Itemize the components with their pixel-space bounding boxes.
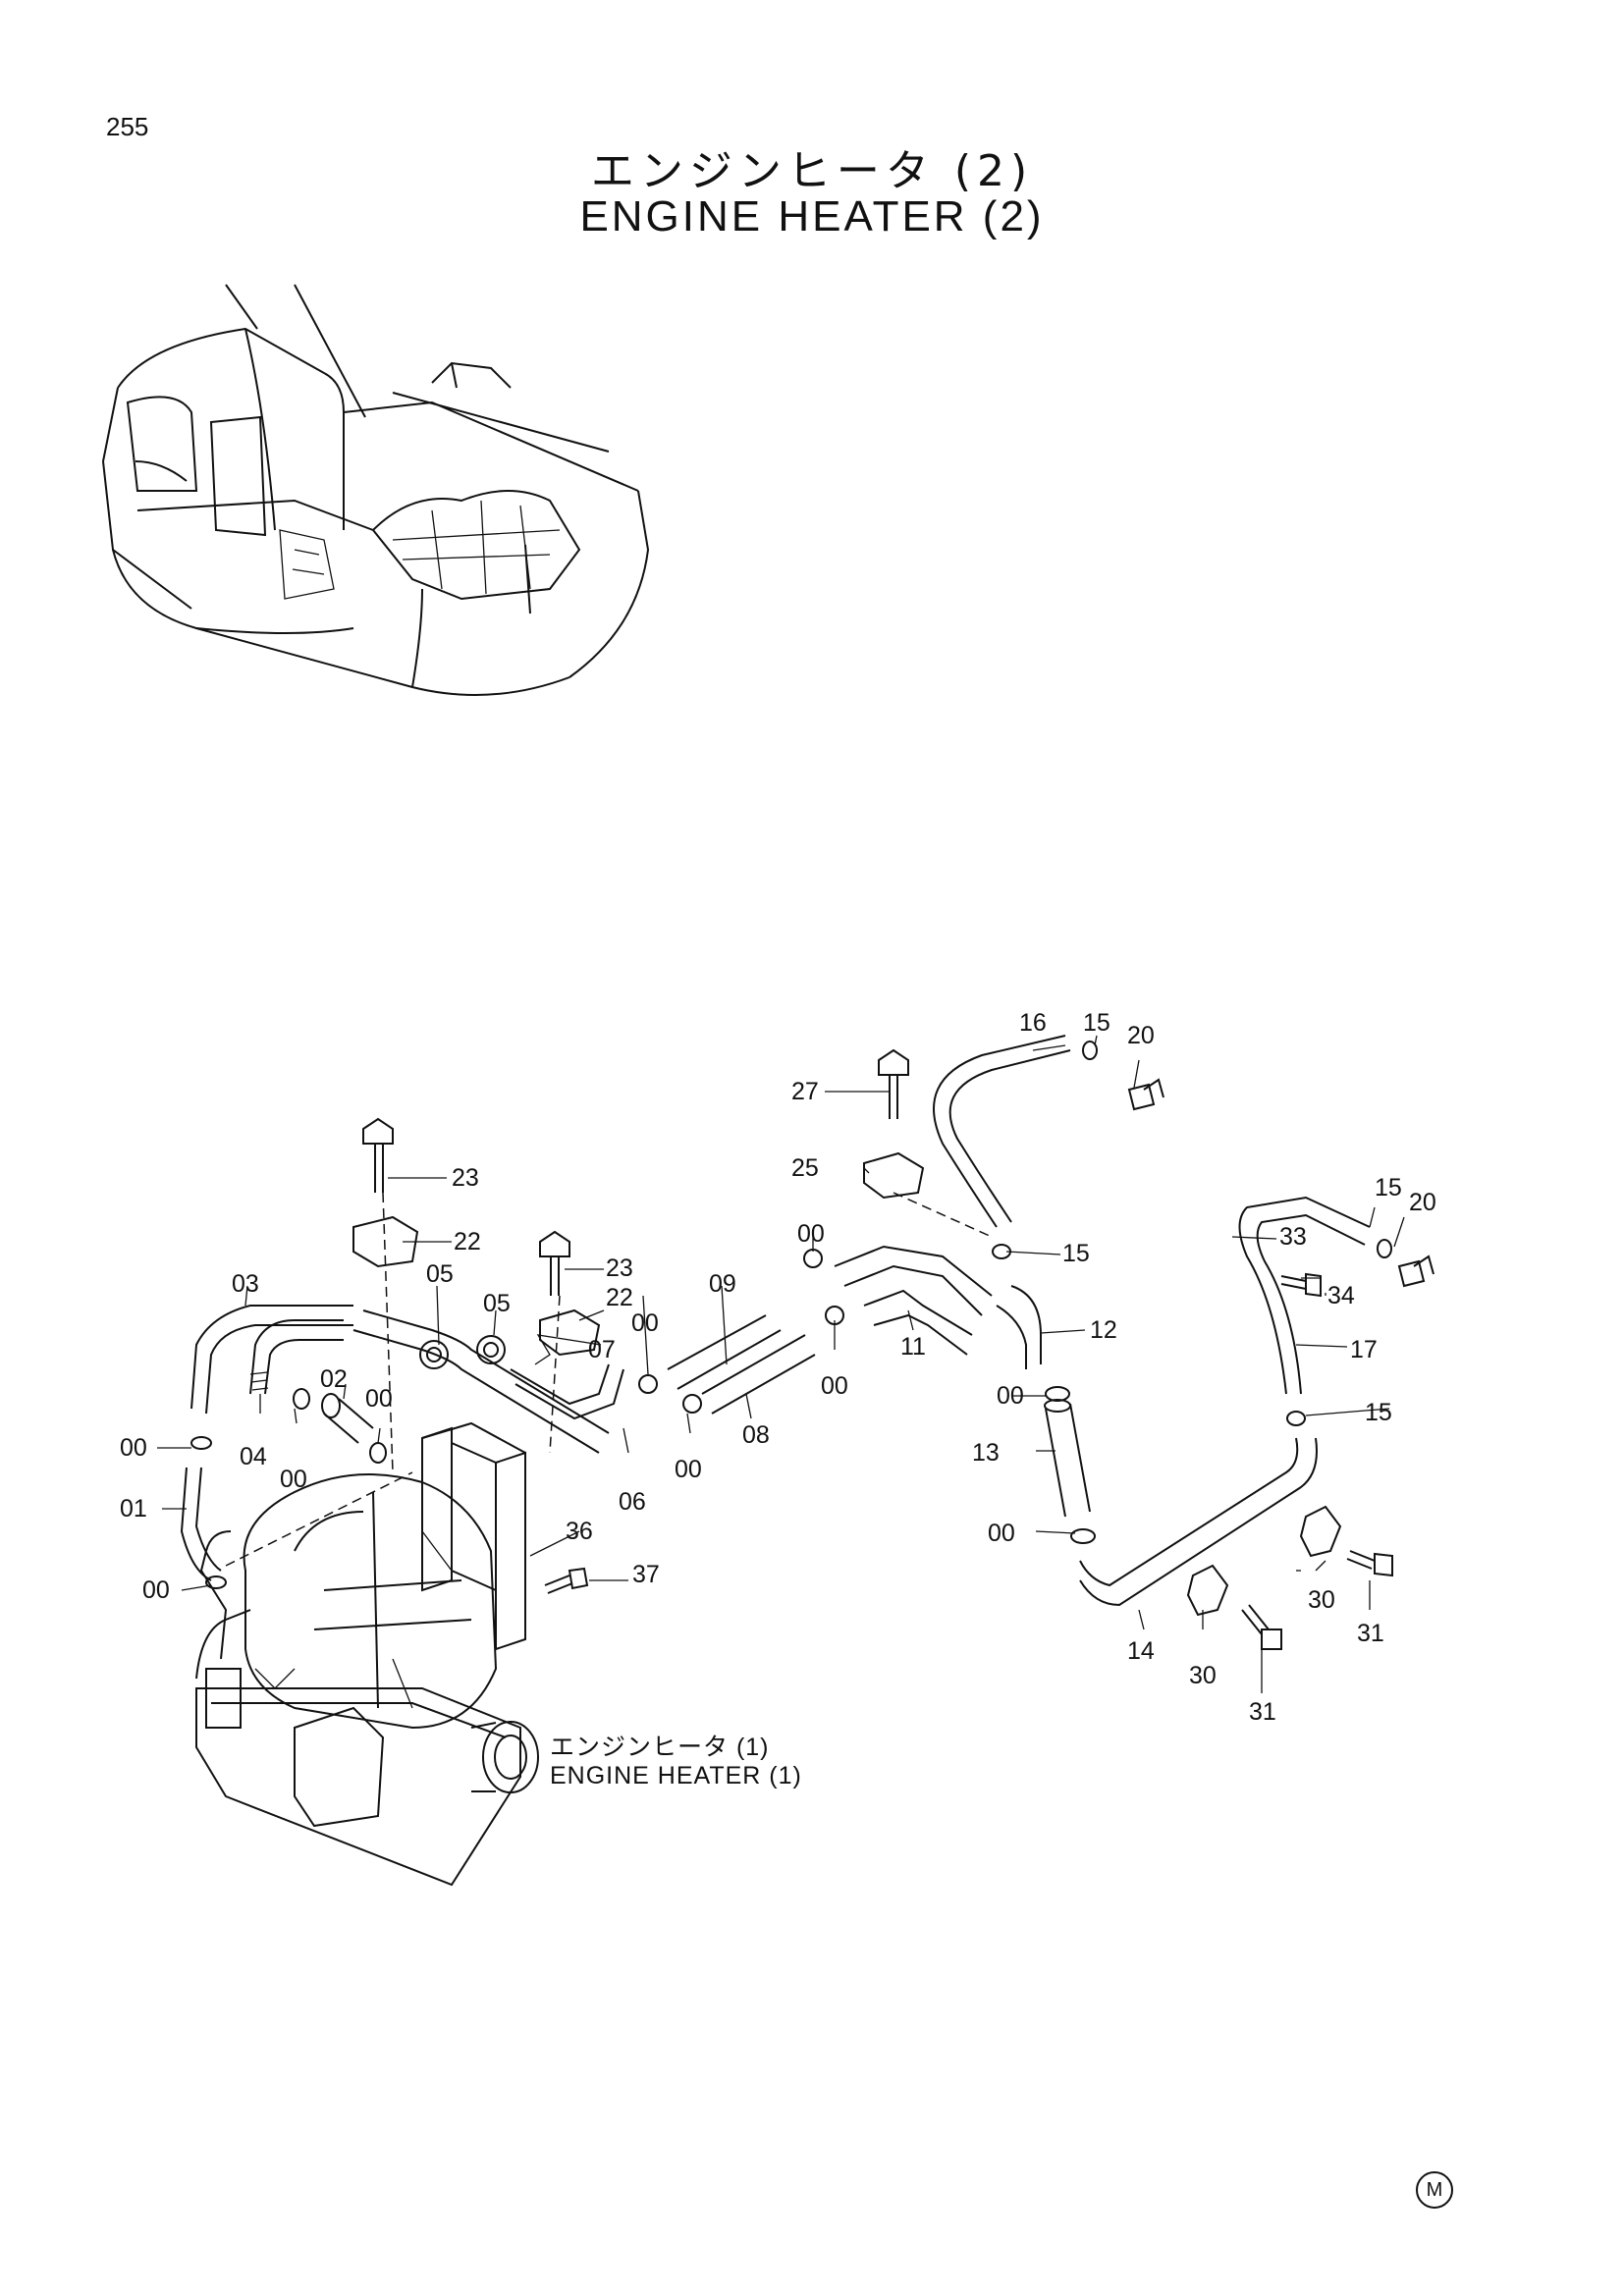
excavator-overview-drawing	[101, 284, 650, 696]
callout-15d: 15	[1365, 1399, 1392, 1426]
reference-label-english: ENGINE HEATER (1)	[550, 1762, 802, 1789]
callout-00e: 00	[631, 1309, 659, 1337]
callout-34: 34	[1327, 1282, 1355, 1309]
callout-03: 03	[232, 1270, 259, 1298]
bolt-31a	[1241, 1604, 1282, 1650]
callout-05a: 05	[426, 1260, 454, 1288]
pipe-14	[1079, 1437, 1318, 1607]
callout-07: 07	[588, 1336, 616, 1363]
callout-09: 09	[709, 1270, 736, 1298]
clamp-30b	[1299, 1505, 1342, 1558]
hose-12	[996, 1285, 1042, 1369]
tube-02	[323, 1398, 374, 1444]
callout-37: 37	[632, 1561, 660, 1588]
callout-31b: 31	[1357, 1620, 1384, 1647]
fitting-20a	[1127, 1078, 1164, 1111]
engine-heater-1-drawing	[195, 1473, 539, 1887]
bolt-27	[878, 1048, 909, 1119]
callout-numbers: 01 02 03 04 05 05 06 07 08 09 11 12 13 1…	[120, 1009, 1436, 1726]
pipe-11b	[863, 1289, 973, 1356]
callout-15c: 15	[1375, 1174, 1402, 1201]
m-mark-symbol: M	[1416, 2171, 1453, 2209]
bolt-23b	[539, 1230, 570, 1296]
callout-00i: 00	[997, 1382, 1024, 1410]
callout-11: 11	[900, 1333, 926, 1361]
hose-13	[1045, 1403, 1091, 1518]
callout-30a: 30	[1189, 1662, 1217, 1689]
fitting-20b	[1397, 1255, 1435, 1288]
clamp-22a	[352, 1215, 419, 1268]
callout-15a: 15	[1083, 1009, 1110, 1037]
callout-00h: 00	[821, 1372, 848, 1400]
callout-00b: 00	[142, 1576, 170, 1604]
bracket-36	[421, 1426, 526, 1651]
hose-08	[701, 1334, 816, 1415]
callout-16: 16	[1019, 1009, 1047, 1037]
callout-12: 12	[1090, 1316, 1117, 1344]
callout-02: 02	[320, 1365, 348, 1393]
bolt-37	[544, 1567, 589, 1594]
bolt-31b	[1346, 1550, 1393, 1577]
callout-30b: 30	[1308, 1586, 1335, 1614]
callout-05b: 05	[483, 1290, 511, 1317]
bolt-23a	[362, 1117, 394, 1193]
pipe-03	[190, 1305, 353, 1415]
page-title-japanese: エンジンヒータ (2)	[590, 146, 1034, 196]
pipe-11	[834, 1245, 993, 1316]
leader-lines	[157, 1035, 1405, 1693]
callout-01: 01	[120, 1495, 147, 1522]
callout-33: 33	[1279, 1223, 1307, 1251]
hose-17	[1238, 1196, 1371, 1395]
callout-13: 13	[972, 1439, 1000, 1467]
callout-36: 36	[566, 1518, 593, 1545]
coil-04	[249, 1371, 269, 1391]
callout-08: 08	[742, 1421, 770, 1449]
callout-17: 17	[1350, 1336, 1378, 1363]
callout-22a: 22	[454, 1228, 481, 1255]
clamp-22b	[539, 1308, 601, 1357]
callout-00g: 00	[797, 1220, 825, 1248]
callout-22b: 22	[606, 1284, 633, 1311]
callout-04: 04	[240, 1443, 267, 1470]
callout-06: 06	[619, 1488, 646, 1516]
callout-00f: 00	[675, 1456, 702, 1483]
callout-14: 14	[1127, 1637, 1155, 1665]
hose-04	[249, 1319, 344, 1395]
callout-00j: 00	[988, 1520, 1015, 1547]
clamp-25	[863, 1151, 925, 1200]
callout-00d: 00	[365, 1385, 393, 1413]
page-title-english: ENGINE HEATER (2)	[579, 192, 1045, 240]
page-number: 255	[106, 112, 149, 141]
reference-label-japanese: エンジンヒータ (1)	[550, 1734, 770, 1761]
callout-23b: 23	[606, 1255, 633, 1282]
callout-23a: 23	[452, 1164, 479, 1192]
callout-15b: 15	[1062, 1240, 1090, 1267]
hose-01	[180, 1467, 222, 1581]
hose-07	[510, 1363, 624, 1420]
callout-27: 27	[791, 1078, 819, 1105]
callout-20b: 20	[1409, 1189, 1436, 1216]
callout-25: 25	[791, 1154, 819, 1182]
clamp-30a	[1186, 1564, 1229, 1617]
callout-00c: 00	[280, 1466, 307, 1493]
callout-31a: 31	[1249, 1698, 1276, 1726]
hose-16	[933, 1035, 1071, 1228]
hose-09	[667, 1314, 782, 1390]
callout-20a: 20	[1127, 1022, 1155, 1049]
bolt-34	[1280, 1272, 1322, 1298]
callout-00a: 00	[120, 1434, 147, 1462]
